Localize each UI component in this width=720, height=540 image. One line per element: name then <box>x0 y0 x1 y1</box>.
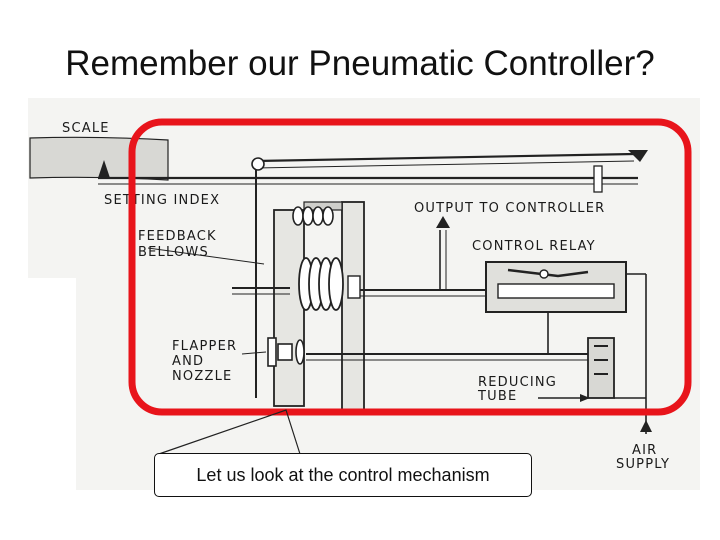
label-air-1: AIR <box>632 443 657 458</box>
controller-frame <box>273 209 305 407</box>
label-flapper-2: AND <box>172 354 204 369</box>
highlight-box <box>128 118 692 416</box>
scale-arc <box>29 136 169 181</box>
callout-pointer <box>155 409 301 456</box>
upper-beam <box>255 152 635 163</box>
label-setting-index: SETTING INDEX <box>104 193 220 208</box>
slide-title: Remember our Pneumatic Controller? <box>65 44 655 83</box>
label-flapper-3: NOZZLE <box>172 369 232 384</box>
feedback-bellows <box>298 257 344 311</box>
label-feedback-1: FEEDBACK <box>138 229 217 244</box>
label-control-relay: CONTROL RELAY <box>472 239 596 254</box>
callout-box: Let us look at the control mechanism <box>154 453 532 497</box>
pneumatic-controller-diagram: SCALE SETTING INDEX FEEDBACK BELLOWS OUT… <box>28 98 700 490</box>
label-flapper-1: FLAPPER <box>172 339 237 354</box>
label-reducing-2: TUBE <box>477 389 517 404</box>
label-output: OUTPUT TO CONTROLLER <box>414 201 605 216</box>
label-air-2: SUPPLY <box>616 457 670 472</box>
label-feedback-2: BELLOWS <box>138 245 209 260</box>
flapper-nozzle <box>267 337 305 367</box>
callout-text: Let us look at the control mechanism <box>196 464 490 485</box>
control-relay <box>485 261 627 313</box>
upper-bellows <box>292 206 334 226</box>
label-scale: SCALE <box>62 121 110 136</box>
reducing-tube <box>587 337 615 399</box>
label-reducing-1: REDUCING <box>478 375 557 390</box>
